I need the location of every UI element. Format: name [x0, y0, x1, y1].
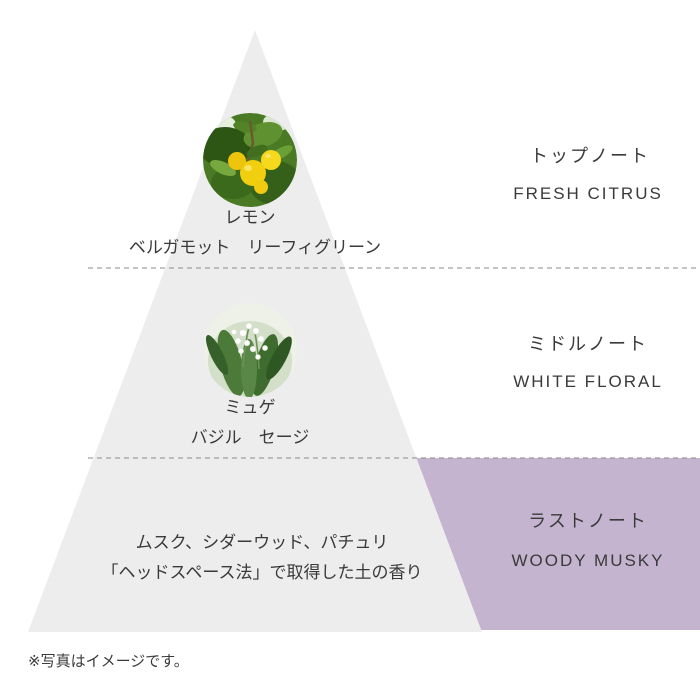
last-note-highlight-block: [416, 458, 700, 630]
middle-note-side-label-ja: ミドルノート: [528, 334, 648, 354]
last-note-line1: ムスク、シダーウッド、パチュリ: [135, 533, 389, 552]
lemon-tree-photo: [203, 113, 297, 207]
top-note-side-label-ja: トップノート: [530, 146, 650, 166]
top-note-sub-label: ベルガモット リーフィグリーン: [128, 238, 382, 257]
last-note-line2: 「ヘッドスペース法」で取得した土の香り: [101, 563, 423, 582]
last-note-side-label-en: WOODY MUSKY: [511, 551, 665, 570]
top-note-side-label-en: FRESH CITRUS: [513, 184, 663, 203]
middle-note-side-label-en: WHITE FLORAL: [513, 372, 663, 391]
lily-of-the-valley-photo: [203, 303, 297, 397]
top-note-main-label: レモン: [224, 208, 276, 227]
middle-note-main-label: ミュゲ: [224, 398, 276, 417]
middle-note-sub-label: バジル セージ: [190, 428, 310, 447]
photo-disclaimer-footnote: ※写真はイメージです。: [28, 653, 189, 670]
last-note-side-label-ja: ラストノート: [528, 511, 648, 531]
